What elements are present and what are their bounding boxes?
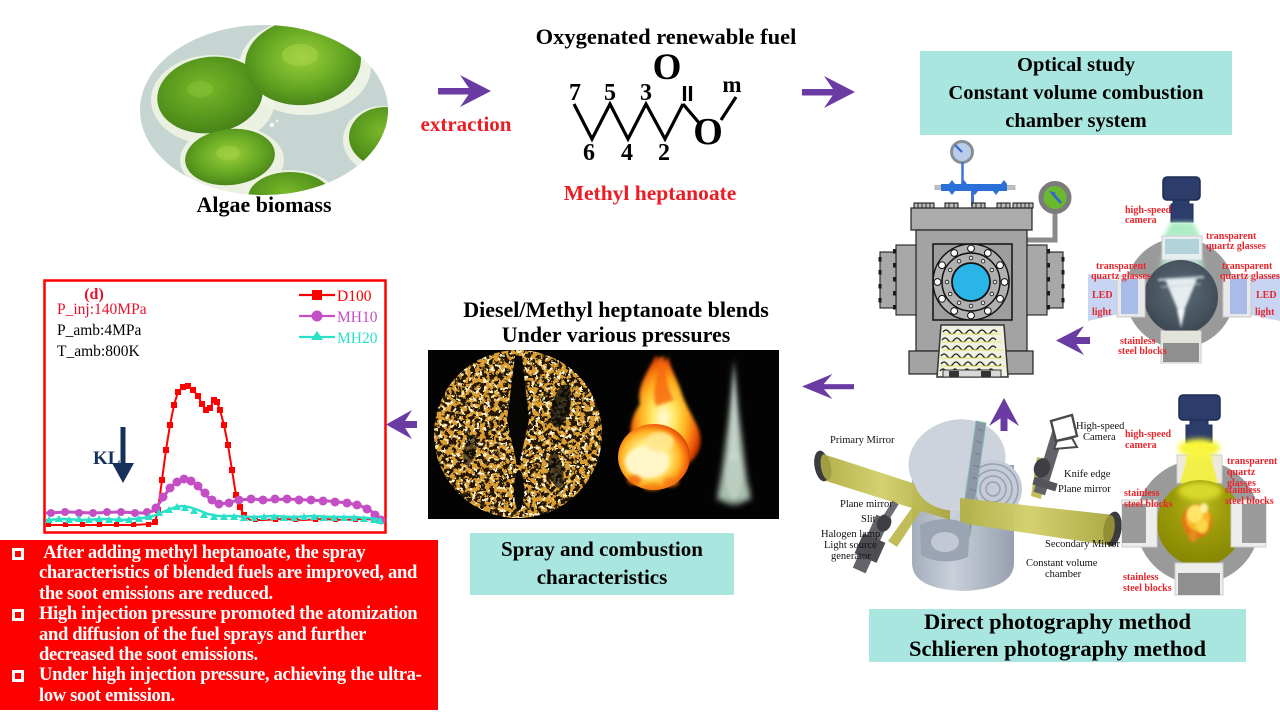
svg-text:high-speed: high-speed xyxy=(1125,205,1172,216)
svg-text:stainless: stainless xyxy=(1225,485,1261,496)
svg-text:MH10: MH10 xyxy=(337,309,378,326)
svg-text:6: 6 xyxy=(583,140,595,166)
svg-text:2: 2 xyxy=(658,140,670,166)
svg-text:quartz glasses: quartz glasses xyxy=(1220,271,1280,282)
svg-text:Halogen lamp: Halogen lamp xyxy=(821,529,880,540)
svg-text:stainless: stainless xyxy=(1124,488,1160,499)
svg-text:stainless: stainless xyxy=(1120,336,1156,347)
svg-text:transparent: transparent xyxy=(1096,261,1147,272)
svg-text:P_inj:140MPa: P_inj:140MPa xyxy=(57,301,147,318)
svg-text:O: O xyxy=(693,111,723,153)
svg-text:high-speed: high-speed xyxy=(1125,429,1172,440)
svg-text:Plane mirror: Plane mirror xyxy=(840,499,893,510)
svg-text:steel blocks: steel blocks xyxy=(1118,346,1167,357)
svg-text:Camera: Camera xyxy=(1083,432,1116,443)
svg-text:4: 4 xyxy=(621,140,633,166)
svg-text:generator: generator xyxy=(831,551,871,562)
svg-text:5: 5 xyxy=(604,80,616,106)
svg-text:3: 3 xyxy=(640,80,652,106)
svg-text:quartz glasses: quartz glasses xyxy=(1091,271,1151,282)
svg-text:steel blocks: steel blocks xyxy=(1225,496,1274,507)
svg-text:Light source: Light source xyxy=(824,540,877,551)
svg-text:camera: camera xyxy=(1125,440,1157,451)
svg-text:light: light xyxy=(1255,307,1275,318)
svg-text:steel blocks: steel blocks xyxy=(1123,583,1172,594)
svg-text:High-speed: High-speed xyxy=(1076,421,1125,432)
svg-text:transparent: transparent xyxy=(1206,231,1257,242)
svg-text:7: 7 xyxy=(569,80,581,106)
svg-text:Primary Mirror: Primary Mirror xyxy=(830,435,895,446)
svg-text:MH20: MH20 xyxy=(337,330,378,347)
svg-text:Knife edge: Knife edge xyxy=(1064,469,1111,480)
svg-text:camera: camera xyxy=(1125,215,1157,226)
svg-text:m: m xyxy=(722,72,741,97)
svg-text:(d): (d) xyxy=(84,286,104,303)
svg-text:stainless: stainless xyxy=(1123,572,1159,583)
svg-text:LED: LED xyxy=(1092,290,1113,301)
svg-text:transparent: transparent xyxy=(1227,456,1278,467)
svg-text:quartz glasses: quartz glasses xyxy=(1206,241,1266,252)
svg-text:T_amb:800K: T_amb:800K xyxy=(57,343,140,360)
svg-text:O: O xyxy=(653,48,682,88)
svg-text:Constant volume: Constant volume xyxy=(1026,558,1098,569)
svg-text:quartz: quartz xyxy=(1227,467,1256,478)
svg-text:glasses: glasses xyxy=(1227,478,1256,489)
svg-text:LED: LED xyxy=(1256,290,1277,301)
svg-text:chamber: chamber xyxy=(1045,569,1082,580)
svg-text:Slit: Slit xyxy=(861,514,876,525)
svg-text:D100: D100 xyxy=(337,288,372,305)
svg-text:transparent: transparent xyxy=(1222,261,1273,272)
svg-text:steel blocks: steel blocks xyxy=(1124,499,1173,510)
svg-text:Plane mirror: Plane mirror xyxy=(1058,484,1111,495)
svg-text:P_amb:4MPa: P_amb:4MPa xyxy=(57,322,142,339)
svg-text:Secondary Mirror: Secondary Mirror xyxy=(1045,539,1120,550)
svg-text:light: light xyxy=(1092,307,1112,318)
